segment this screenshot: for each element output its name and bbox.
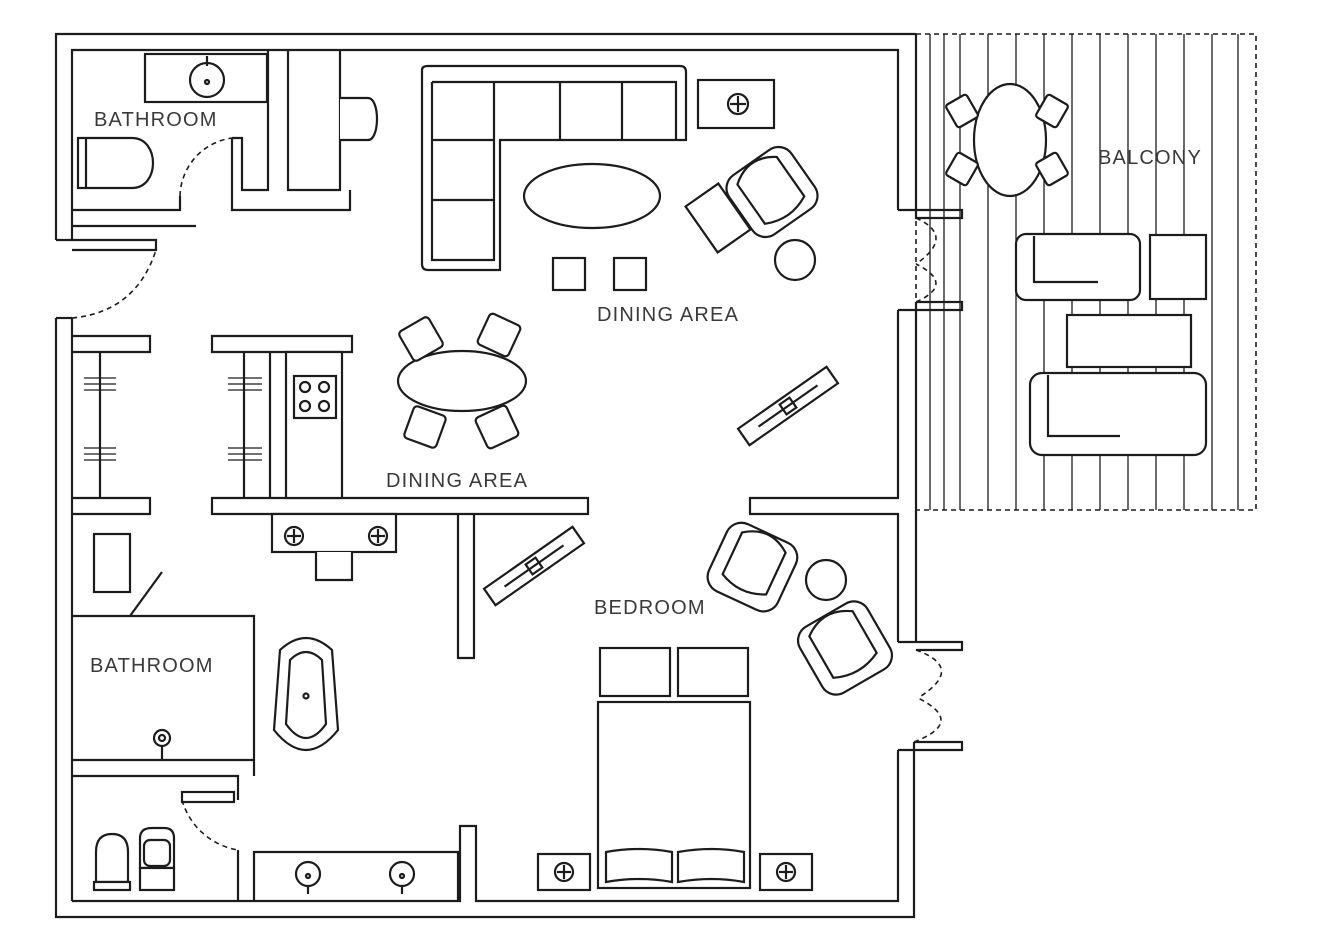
bedroom-armchair: [796, 600, 894, 696]
balcony-coffee-table: [1065, 313, 1193, 369]
wardrobe-hangers-right: [228, 377, 262, 461]
sectional-sofa: [420, 64, 688, 272]
bathroom-top: [72, 50, 378, 228]
tv-unit: [736, 365, 840, 447]
balcony-side-table: [1148, 233, 1208, 301]
balcony-chair: [1035, 93, 1069, 129]
label-bathroom-left: BATHROOM: [90, 655, 214, 677]
exterior-walls: [54, 32, 964, 919]
ottoman: [551, 256, 587, 292]
shower-drain: [152, 728, 172, 748]
label-dining-upper: DINING AREA: [597, 304, 740, 326]
bedroom-armchair: [706, 521, 799, 613]
desk-chair: [340, 96, 378, 142]
balcony-door-upper: [915, 217, 937, 265]
ottoman: [612, 256, 648, 292]
bedroom-tv: [482, 525, 586, 607]
armchair: [725, 145, 819, 239]
bed-pillow: [676, 847, 746, 884]
round-side-table: [773, 238, 817, 282]
bed-headboard-pillow: [598, 646, 672, 698]
footstool: [684, 182, 752, 254]
bed-pillow: [604, 847, 674, 884]
label-balcony: BALCONY: [1098, 147, 1202, 169]
wc-bidet: [138, 826, 176, 870]
balcony-dining-set: [945, 82, 1069, 198]
balcony-table: [972, 82, 1048, 198]
bedroom: [270, 217, 943, 892]
balcony-sofa: [1028, 371, 1208, 457]
bathroom-top-toilet: [76, 136, 154, 190]
bedroom-door: [915, 649, 943, 699]
bedroom-side-table: [804, 558, 848, 602]
wc: [71, 249, 460, 901]
kitchen-counter: [284, 350, 344, 500]
wc-door: [181, 799, 239, 851]
wardrobe-hangers-left: [84, 377, 116, 461]
label-dining-lower: DINING AREA: [386, 470, 529, 492]
stool: [314, 552, 354, 582]
balcony-chair: [945, 151, 979, 187]
coffee-table: [522, 162, 662, 230]
wc-toilet: [94, 832, 130, 884]
balcony-outline: [915, 33, 1257, 511]
towel-cabinet: [92, 532, 132, 594]
dining-chair: [476, 312, 522, 358]
label-bathroom-top: BATHROOM: [94, 109, 218, 131]
dining-chair: [398, 316, 444, 362]
cooktop: [292, 374, 338, 420]
dining-table: [396, 349, 528, 413]
balcony: [915, 33, 1257, 511]
label-bedroom: BEDROOM: [594, 597, 706, 619]
balcony-chair: [945, 93, 979, 129]
bathroom-top-door: [179, 137, 233, 197]
entry-door: [71, 249, 157, 319]
balcony-lounge-set: [1014, 232, 1208, 457]
dining-chair: [403, 405, 447, 449]
kitchen: [72, 312, 590, 516]
balcony-chair: [1035, 151, 1069, 187]
bed-headboard-pillow: [676, 646, 750, 698]
bathroom-left: [72, 532, 340, 776]
dining-chair: [474, 404, 520, 450]
living-area: [420, 64, 840, 447]
nightstand: [536, 852, 592, 892]
balcony-lounge-chair: [1014, 232, 1142, 302]
